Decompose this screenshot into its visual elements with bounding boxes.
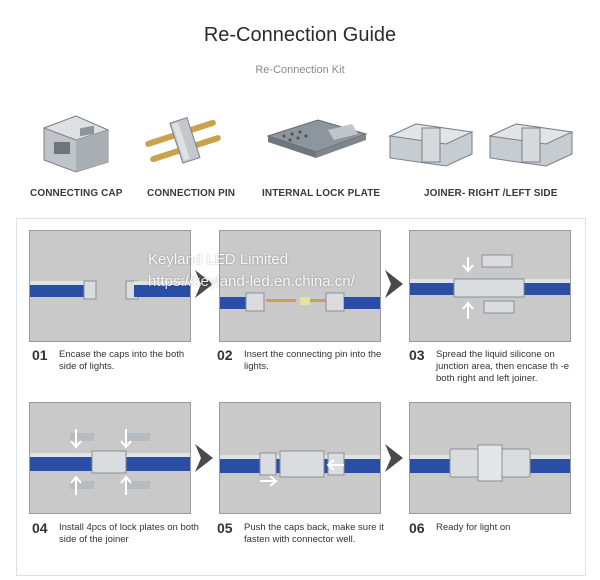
step-text: Spread the liquid silicone on junction a… <box>436 349 570 384</box>
page-title: Re-Connection Guide <box>203 24 397 46</box>
step-number: 04 <box>32 520 48 536</box>
step-number: 01 <box>32 347 48 363</box>
step-text: Encase the caps into the both side of li… <box>59 349 185 372</box>
watermark-line2: https://keyland-led.en.china.cn/ <box>148 273 355 290</box>
step-number: 02 <box>217 347 233 363</box>
step-04-photo <box>29 402 191 514</box>
arrow-right-icon <box>385 270 403 298</box>
watermark: Keyland LED Limited https://keyland-led.… <box>148 249 355 293</box>
step-02-photo <box>219 230 381 342</box>
step-03-photo <box>409 230 571 342</box>
step-text: Ready for light on <box>436 522 511 533</box>
step-number: 06 <box>409 520 425 536</box>
arrow-right-icon <box>195 270 213 298</box>
kit-label-joiner: JOINER- RIGHT /LEFT SIDE <box>424 188 558 199</box>
step-01-photo <box>29 230 191 342</box>
lock-plate-icon <box>262 106 372 176</box>
step-text: Insert the connecting pin into the light… <box>244 349 382 372</box>
arrow-right-icon <box>385 444 403 472</box>
kit-label-lock-plate: INTERNAL LOCK PLATE <box>262 188 381 199</box>
connecting-cap-icon <box>36 106 116 176</box>
watermark-line1: Keyland LED Limited <box>148 251 289 268</box>
kit-label-connection-pin: CONNECTION PIN <box>147 188 236 199</box>
step-text: Install 4pcs of lock plates on both side… <box>59 522 199 545</box>
page-subtitle: Re-Connection Kit <box>255 64 345 76</box>
joiner-icon <box>386 112 576 176</box>
kit-label-connecting-cap: CONNECTING CAP <box>30 188 123 199</box>
step-05-photo <box>219 402 381 514</box>
step-06-photo <box>409 402 571 514</box>
arrow-right-icon <box>195 444 213 472</box>
step-number: 03 <box>409 347 425 363</box>
connection-pin-icon <box>138 106 228 176</box>
step-number: 05 <box>217 520 233 536</box>
step-text: Push the caps back, make sure it fasten … <box>244 522 384 545</box>
